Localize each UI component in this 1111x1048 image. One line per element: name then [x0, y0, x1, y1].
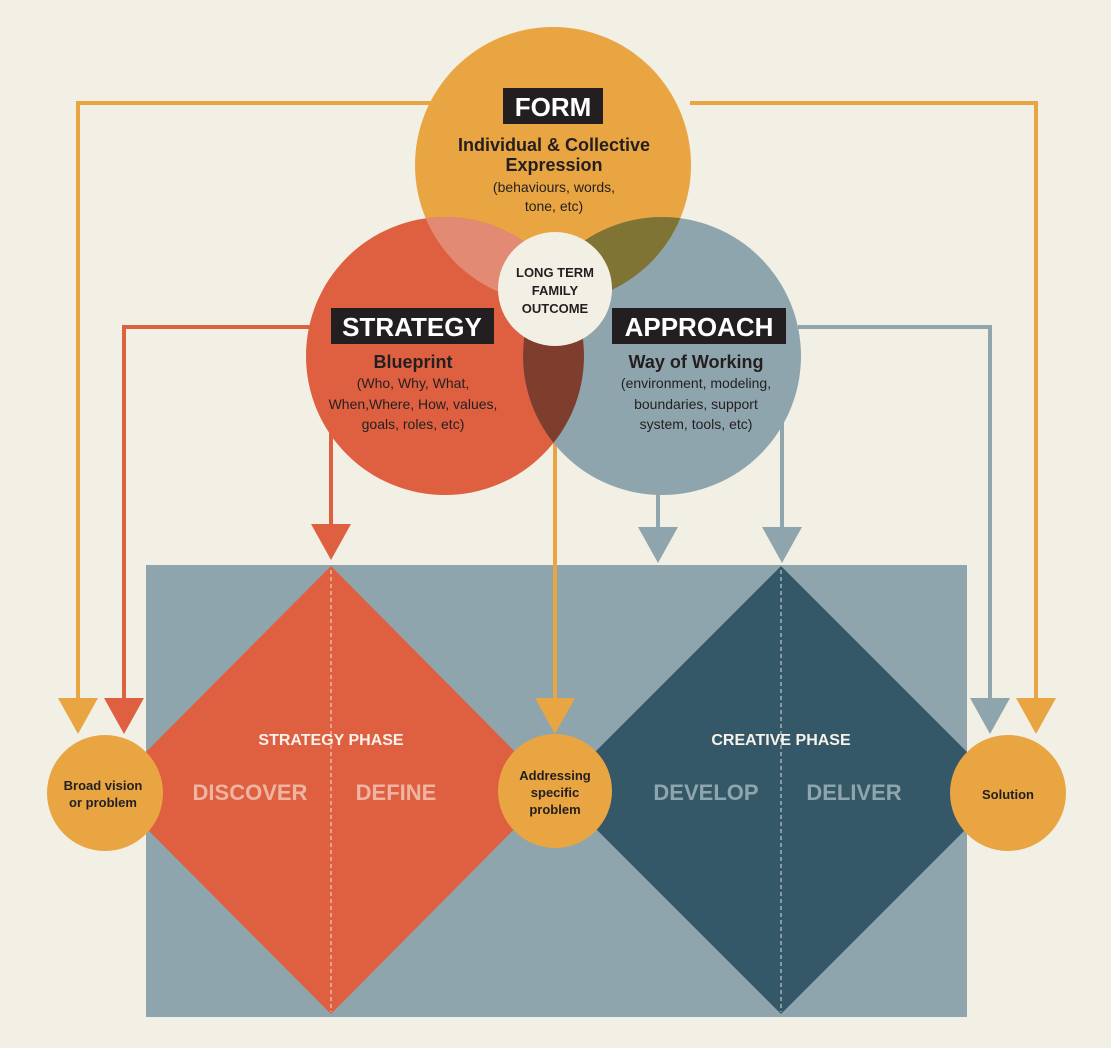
start-node: [47, 735, 163, 851]
form-title-line-1: Individual & Collective: [458, 135, 650, 155]
form-subtext-line-2: tone, etc): [525, 198, 583, 214]
strategy-phase-heading: STRATEGY PHASE: [258, 732, 404, 749]
form-label: FORM: [515, 92, 592, 122]
approach-subtext-line-3: system, tools, etc): [640, 416, 753, 432]
deliver-label: DELIVER: [806, 780, 901, 805]
approach-subtext-line-1: (environment, modeling,: [621, 375, 771, 391]
strategy-phase-diamond: [146, 566, 553, 1014]
strategy-to-start-line: [122, 325, 310, 700]
middle-node-line-2: specific: [531, 785, 579, 800]
form-label-box: [503, 88, 603, 124]
form-to-solution-line: [690, 101, 1038, 700]
outcome-circle: [498, 232, 612, 346]
outcome-line-2: FAMILY: [532, 283, 579, 298]
middle-arrow: [535, 698, 575, 734]
solution-node-label: Solution: [982, 787, 1034, 802]
approach-title: Way of Working: [629, 352, 764, 372]
strategy-diamond-arrow: [311, 524, 351, 560]
strategy-label: STRATEGY: [342, 312, 482, 342]
start-arrow-form: [58, 698, 98, 734]
strategy-subtext-line-1: (Who, Why, What,: [357, 375, 470, 391]
approach-to-solution-line: [798, 325, 992, 700]
creative-phase-heading: CREATIVE PHASE: [711, 732, 851, 749]
define-label: DEFINE: [356, 780, 437, 805]
discover-label: DISCOVER: [193, 780, 308, 805]
solution-arrow-approach: [970, 698, 1010, 734]
middle-node-line-1: Addressing: [519, 768, 591, 783]
form-title-line-2: Expression: [505, 155, 602, 175]
start-node-line-2: or problem: [69, 795, 137, 810]
start-arrow-strategy: [104, 698, 144, 734]
form-subtext-line-1: (behaviours, words,: [493, 179, 615, 195]
solution-node: [950, 735, 1066, 851]
creative-diamond-arrow: [762, 527, 802, 563]
middle-node: [498, 734, 612, 848]
solution-arrow-form: [1016, 698, 1056, 734]
strategy-subtext-line-3: goals, roles, etc): [362, 416, 465, 432]
middle-node-line-3: problem: [529, 802, 580, 817]
approach-subtext-line-2: boundaries, support: [634, 396, 758, 412]
panel-arrow: [638, 527, 678, 563]
form-to-start-line: [76, 101, 432, 700]
develop-label: DEVELOP: [653, 780, 758, 805]
strategy-title: Blueprint: [374, 352, 453, 372]
outcome-line-3: OUTCOME: [522, 301, 589, 316]
approach-label-box: [612, 308, 786, 344]
start-node-line-1: Broad vision: [64, 778, 143, 793]
approach-label: APPROACH: [625, 312, 774, 342]
strategy-subtext-line-2: When,Where, How, values,: [329, 396, 498, 412]
strategy-label-box: [331, 308, 494, 344]
outcome-line-1: LONG TERM: [516, 265, 594, 280]
